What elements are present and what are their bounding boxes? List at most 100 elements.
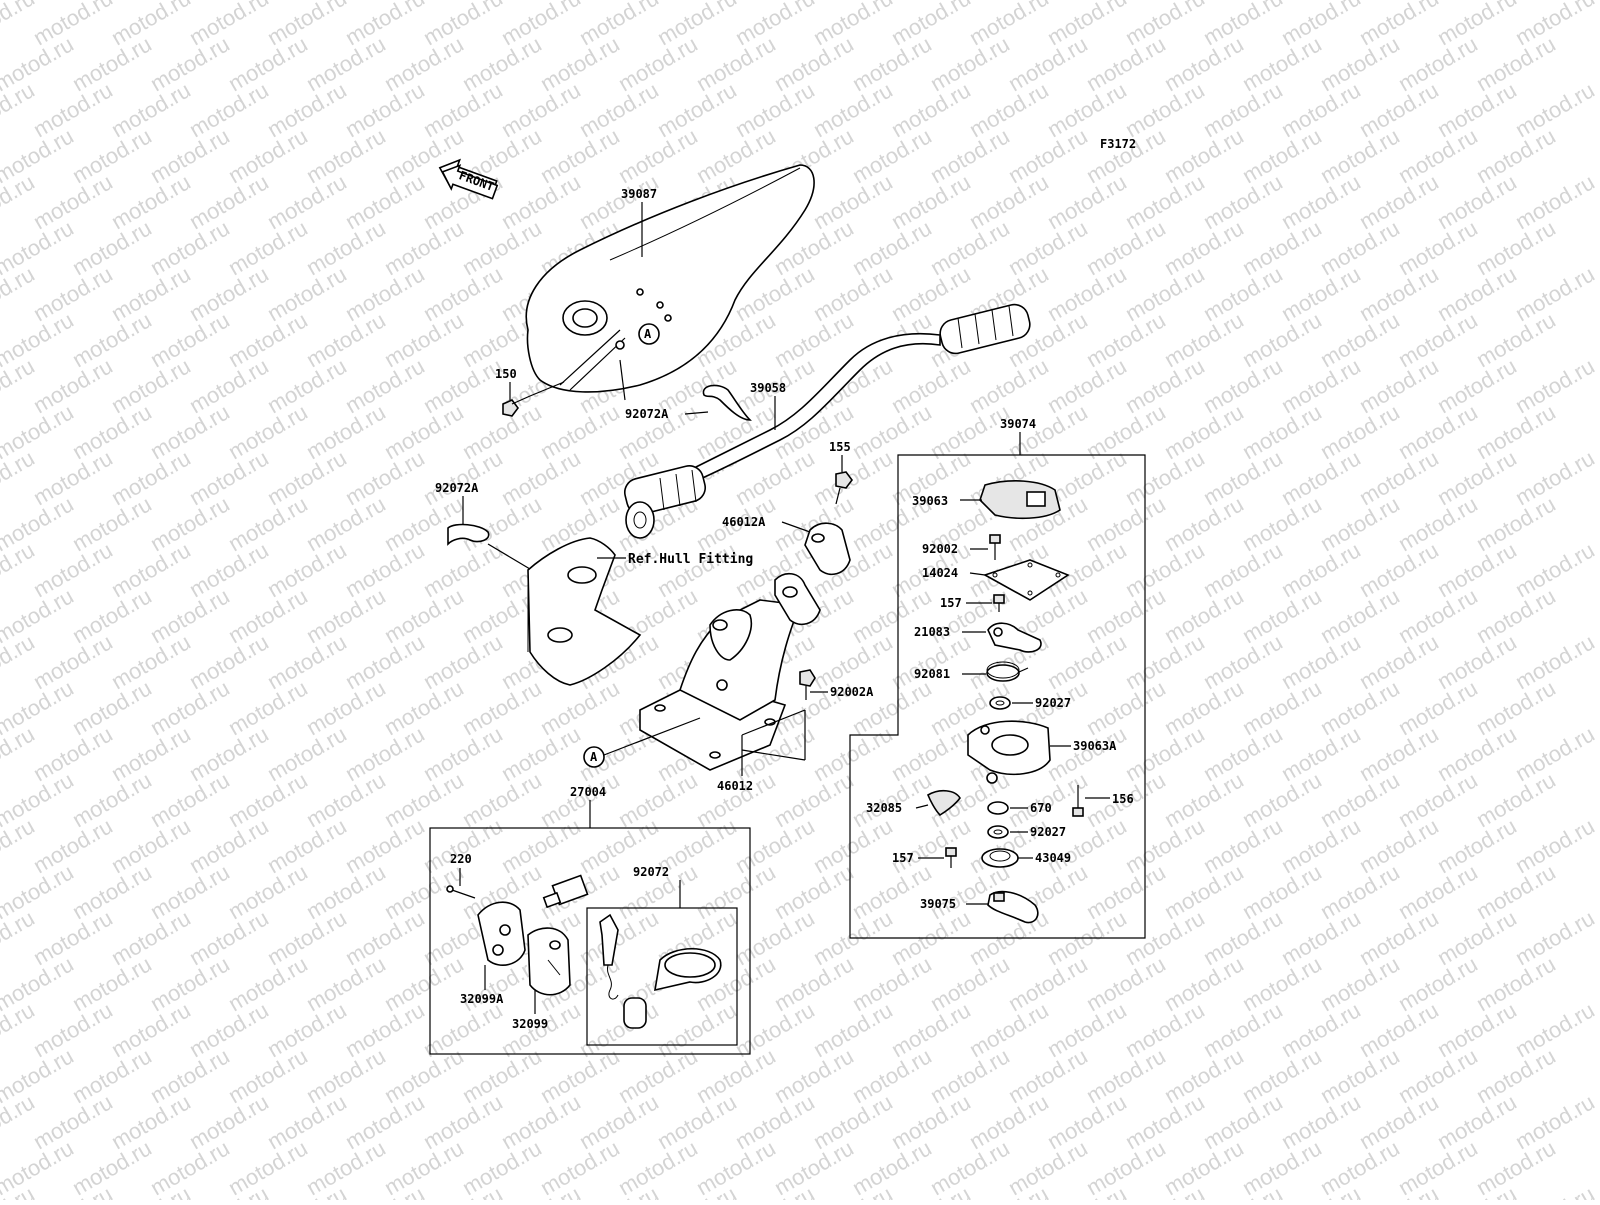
watermark-text: motod.ru xyxy=(1394,1043,1482,1108)
watermark-text: motod.ru xyxy=(1511,169,1599,234)
watermark-text: motod.ru xyxy=(1160,767,1248,832)
watermark-text: motod.ru xyxy=(419,261,507,326)
watermark-text: motod.ru xyxy=(1238,675,1326,740)
watermark-text: motod.ru xyxy=(68,859,156,924)
label-156: 156 xyxy=(1112,792,1134,806)
watermark-text: motod.ru xyxy=(1082,859,1170,924)
watermark-text: motod.ru xyxy=(341,997,429,1062)
watermark-text: motod.ru xyxy=(263,261,351,326)
watermark-text: motod.ru xyxy=(29,353,117,418)
watermark-text: motod.ru xyxy=(185,629,273,694)
watermark-text: motod.ru xyxy=(614,767,702,832)
grip-left xyxy=(624,465,706,539)
switch-bolt-220 xyxy=(446,885,476,899)
watermark-text: motod.ru xyxy=(107,813,195,878)
lever-39075 xyxy=(987,890,1039,924)
watermark-text: motod.ru xyxy=(536,399,624,464)
label-21083: 21083 xyxy=(914,625,950,639)
bolt-150 xyxy=(502,395,531,417)
watermark-text: motod.ru xyxy=(1433,997,1521,1062)
watermark-text: motod.ru xyxy=(887,77,975,142)
watermark-text: motod.ru xyxy=(1316,1135,1404,1200)
watermark-text: motod.ru xyxy=(224,123,312,188)
watermark-text: motod.ru xyxy=(263,905,351,970)
watermark-text: motod.ru xyxy=(224,399,312,464)
watermark-text: motod.ru xyxy=(1511,353,1599,418)
watermark-text: motod.ru xyxy=(302,675,390,740)
watermark-text: motod.ru xyxy=(887,353,975,418)
watermark-text: motod.ru xyxy=(1394,767,1482,832)
watermark-text: motod.ru xyxy=(380,31,468,96)
watermark-text: motod.ru xyxy=(1316,31,1404,96)
label-92072A-left: 92072A xyxy=(435,481,479,495)
watermark-text: motod.ru xyxy=(887,813,975,878)
throttle-cover-39063 xyxy=(979,480,1061,520)
watermark-text: motod.ru xyxy=(1355,537,1443,602)
watermark-text: motod.ru xyxy=(29,997,117,1062)
watermark-text: motod.ru xyxy=(1511,905,1599,970)
watermark-text: motod.ru xyxy=(614,1043,702,1108)
watermark-text: motod.ru xyxy=(848,1043,936,1108)
watermark-text: motod.ru xyxy=(1472,491,1560,556)
watermark-text: motod.ru xyxy=(107,629,195,694)
watermark-text: motod.ru xyxy=(536,123,624,188)
watermark-text: motod.ru xyxy=(887,1089,975,1154)
watermark-text: motod.ru xyxy=(1433,629,1521,694)
watermark-text: motod.ru xyxy=(1199,813,1287,878)
watermark-text: motod.ru xyxy=(107,169,195,234)
watermark-text: motod.ru xyxy=(146,675,234,740)
watermark-text: motod.ru xyxy=(1277,997,1365,1062)
watermark-text: motod.ru xyxy=(926,215,1014,280)
watermark-text: motod.ru xyxy=(1277,261,1365,326)
watermark-text: motod.ru xyxy=(536,675,624,740)
watermark-text: motod.ru xyxy=(146,1135,234,1200)
watermark-text: motod.ru xyxy=(731,1089,819,1154)
watermark-text: motod.ru xyxy=(809,721,897,786)
watermark-text: motod.ru xyxy=(1160,307,1248,372)
watermark-text: motod.ru xyxy=(419,77,507,142)
watermark-text: motod.ru xyxy=(224,215,312,280)
watermark-text: motod.ru xyxy=(107,537,195,602)
watermark-text: motod.ru xyxy=(302,123,390,188)
watermark-text: motod.ru xyxy=(146,215,234,280)
watermark-text: motod.ru xyxy=(1082,1043,1170,1108)
watermark-text: motod.ru xyxy=(887,629,975,694)
watermark-text: motod.ru xyxy=(29,721,117,786)
watermark-text: motod.ru xyxy=(770,951,858,1016)
watermark-text: motod.ru xyxy=(107,353,195,418)
clamp-46012A xyxy=(804,522,851,576)
watermark-text: motod.ru xyxy=(302,767,390,832)
watermark-text: motod.ru xyxy=(653,537,741,602)
watermark-text: motod.ru xyxy=(224,951,312,1016)
watermark-text: motod.ru xyxy=(614,123,702,188)
watermark-text: motod.ru xyxy=(419,1089,507,1154)
watermark-text: motod.ru xyxy=(1511,0,1599,50)
label-92002: 92002 xyxy=(922,542,958,556)
watermark-text: motod.ru xyxy=(68,31,156,96)
watermark-text: motod.ru xyxy=(341,1089,429,1154)
watermark-text: motod.ru xyxy=(1355,813,1443,878)
watermark-text: motod.ru xyxy=(1472,399,1560,464)
watermark-text: motod.ru xyxy=(302,215,390,280)
watermark-text: motod.ru xyxy=(1043,169,1131,234)
cable-end-32085 xyxy=(927,789,961,817)
watermark-text: motod.ru xyxy=(185,537,273,602)
watermark-text: motod.ru xyxy=(965,0,1053,50)
watermark-text: motod.ru xyxy=(341,537,429,602)
watermark-text: motod.ru xyxy=(1082,215,1170,280)
callout-a-bottom: A xyxy=(590,750,598,764)
watermark-text: motod.ru xyxy=(380,491,468,556)
label-92072: 92072 xyxy=(633,865,669,879)
watermark-text: motod.ru xyxy=(1121,169,1209,234)
watermark-text: motod.ru xyxy=(1121,261,1209,326)
watermark-text: motod.ru xyxy=(1004,215,1092,280)
watermark-text: motod.ru xyxy=(1355,905,1443,970)
watermark-text: motod.ru xyxy=(809,0,897,50)
watermark-text: motod.ru xyxy=(107,261,195,326)
watermark-text: motod.ru xyxy=(1160,123,1248,188)
watermark-text: motod.ru xyxy=(341,169,429,234)
watermark-text: motod.ru xyxy=(575,1089,663,1154)
throttle-assembly-frame xyxy=(849,454,1146,939)
watermark-text: motod.ru xyxy=(380,215,468,280)
